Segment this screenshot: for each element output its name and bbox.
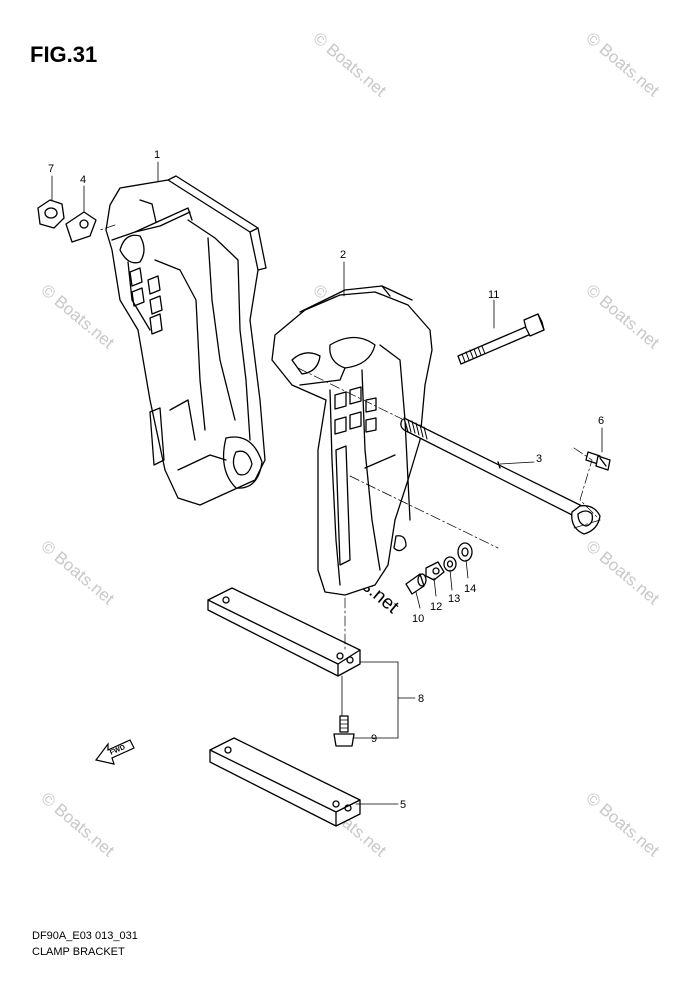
pad-lower-part (209, 737, 361, 827)
watermark: © Boats.net (582, 789, 663, 861)
watermark: © Boats.net (309, 29, 390, 101)
washer-part (443, 556, 457, 572)
watermark: © Boats.net (582, 281, 663, 353)
figure-title: FIG.31 (30, 42, 98, 67)
callout-2: 2 (340, 249, 346, 261)
callout-3: 3 (536, 453, 542, 465)
callout-13: 13 (448, 593, 460, 605)
bolt-short-part (333, 715, 355, 747)
clamp-bracket-left-part (105, 175, 267, 506)
callout-4: 4 (80, 174, 86, 186)
figure-name: CLAMP BRACKET (32, 946, 125, 958)
nut-small-part (425, 561, 445, 581)
callout-9: 9 (371, 733, 377, 745)
bolt-long-part (457, 313, 545, 365)
callout-5: 5 (400, 799, 406, 811)
callout-1: 1 (154, 149, 160, 161)
fwd-arrow-icon: FWD (94, 739, 135, 765)
callout-8: 8 (418, 693, 424, 705)
callout-6: 6 (598, 415, 604, 427)
nut-part (37, 199, 65, 229)
grease-nipple-part (585, 451, 611, 471)
callouts: 1 2 3 4 5 6 7 8 9 10 12 13 11 14 (48, 149, 604, 811)
callout-14: 14 (464, 583, 476, 595)
watermark: © Boats.net (37, 789, 118, 861)
callout-12: 12 (430, 601, 442, 613)
callout-10: 10 (412, 613, 424, 625)
watermark: © Boats.net (582, 537, 663, 609)
watermark: © Boats.net (37, 537, 118, 609)
collar-part (405, 573, 427, 595)
clamp-bracket-right-part (271, 285, 433, 596)
plate-part (65, 211, 97, 243)
washer-large-part (457, 542, 473, 562)
pad-upper-part (207, 587, 361, 677)
assembly-centerlines (99, 224, 601, 651)
callout-11: 11 (488, 289, 499, 301)
callout-7: 7 (48, 163, 54, 175)
figure-code: DF90A_E03 013_031 (32, 930, 138, 942)
leader-lines (51, 161, 603, 805)
watermark: © Boats.net (37, 281, 118, 353)
through-tube-part (400, 417, 601, 535)
watermark: © Boats.net (582, 29, 663, 101)
